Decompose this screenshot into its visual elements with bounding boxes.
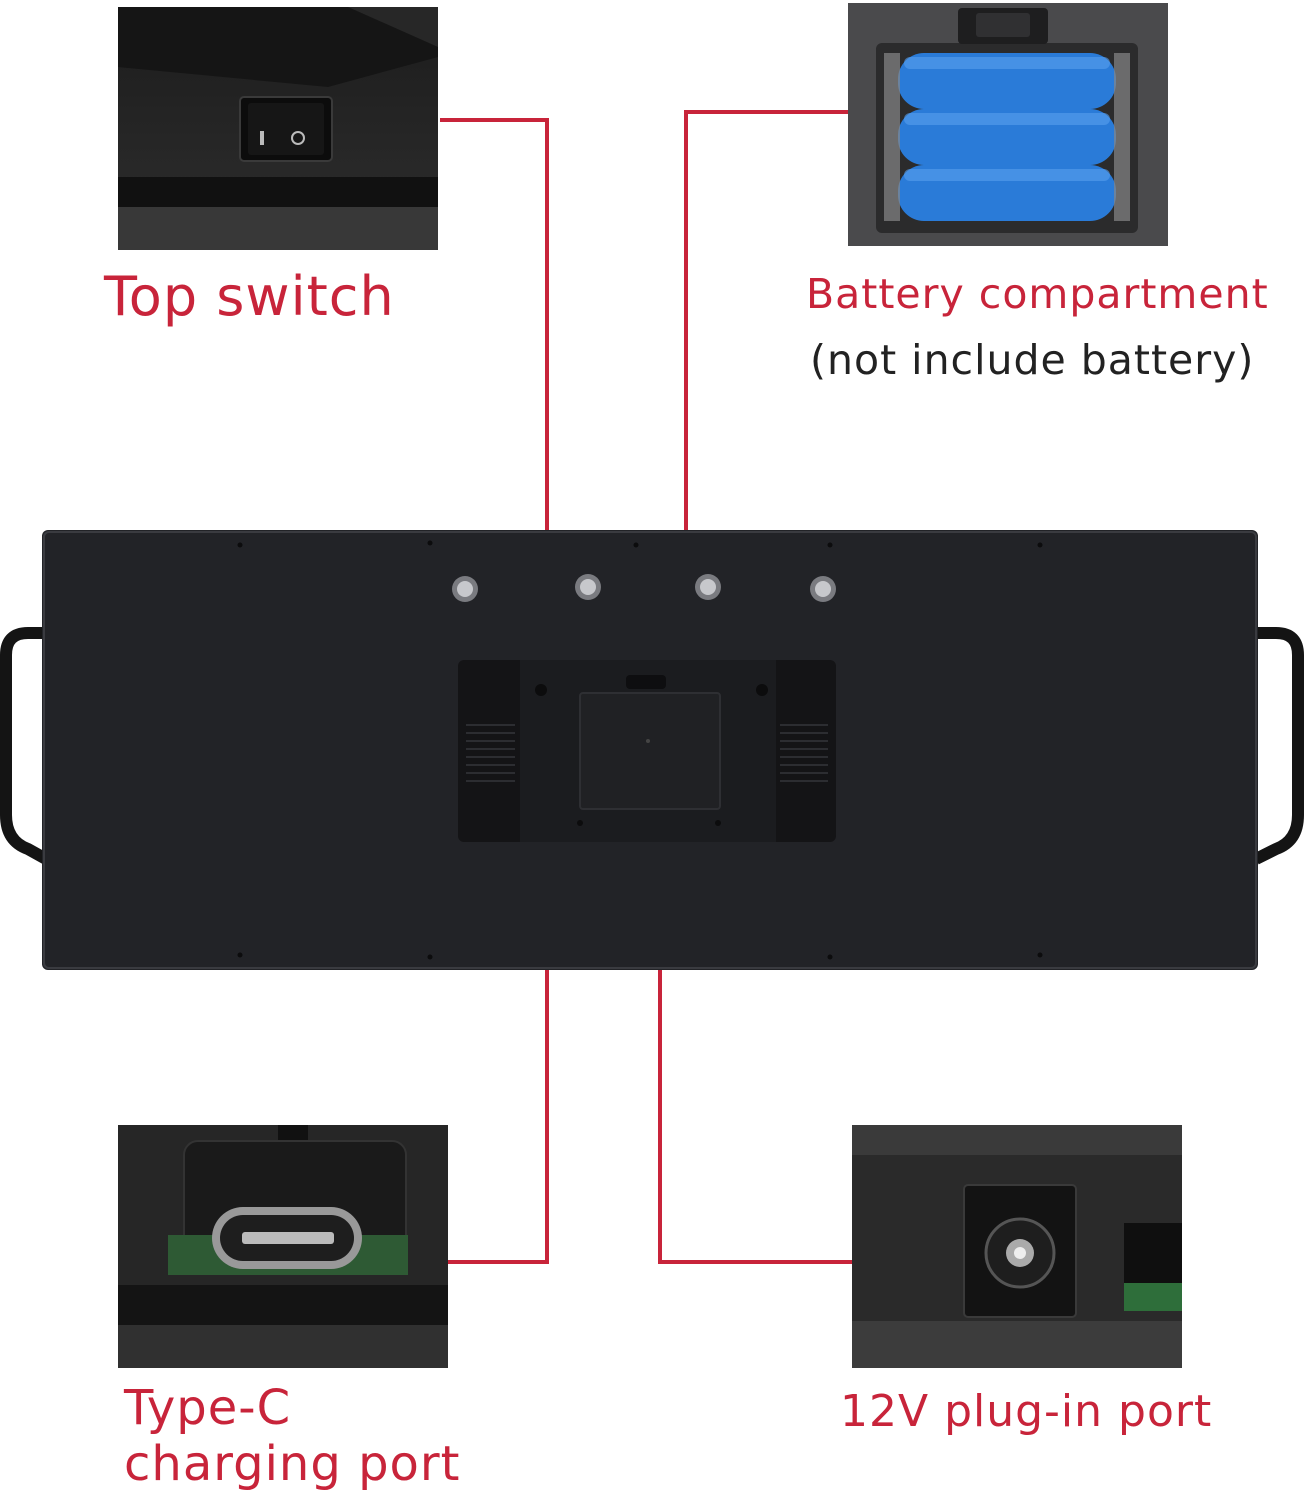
- mounting-studs: [452, 574, 836, 602]
- top-switch-label: Top switch: [104, 265, 395, 328]
- top-switch-leader: [440, 118, 549, 648]
- top-switch-photo: [118, 7, 438, 250]
- left-handle: [0, 627, 49, 865]
- usb-c-receptacle: [212, 1207, 362, 1269]
- dc-port-photo: [852, 1125, 1182, 1368]
- device-back-panel: [0, 530, 1304, 970]
- type-c-leader: [448, 842, 549, 1264]
- right-handle: [1253, 627, 1304, 865]
- rocker-switch: [239, 96, 333, 162]
- battery-compartment-photo: [848, 3, 1168, 246]
- dc-port-label: 12V plug-in port: [840, 1386, 1213, 1437]
- battery-compartment-label: Battery compartment: [806, 270, 1269, 318]
- battery-door: [579, 692, 721, 810]
- type-c-label-line2: charging port: [124, 1436, 461, 1492]
- dc-port-leader: [658, 842, 852, 1264]
- type-c-label-line1: Type-C: [124, 1380, 292, 1436]
- battery-cells: [898, 53, 1116, 221]
- battery-note: (not include battery): [810, 336, 1255, 384]
- type-c-port-photo: [118, 1125, 448, 1368]
- dc-barrel-jack: [963, 1184, 1077, 1318]
